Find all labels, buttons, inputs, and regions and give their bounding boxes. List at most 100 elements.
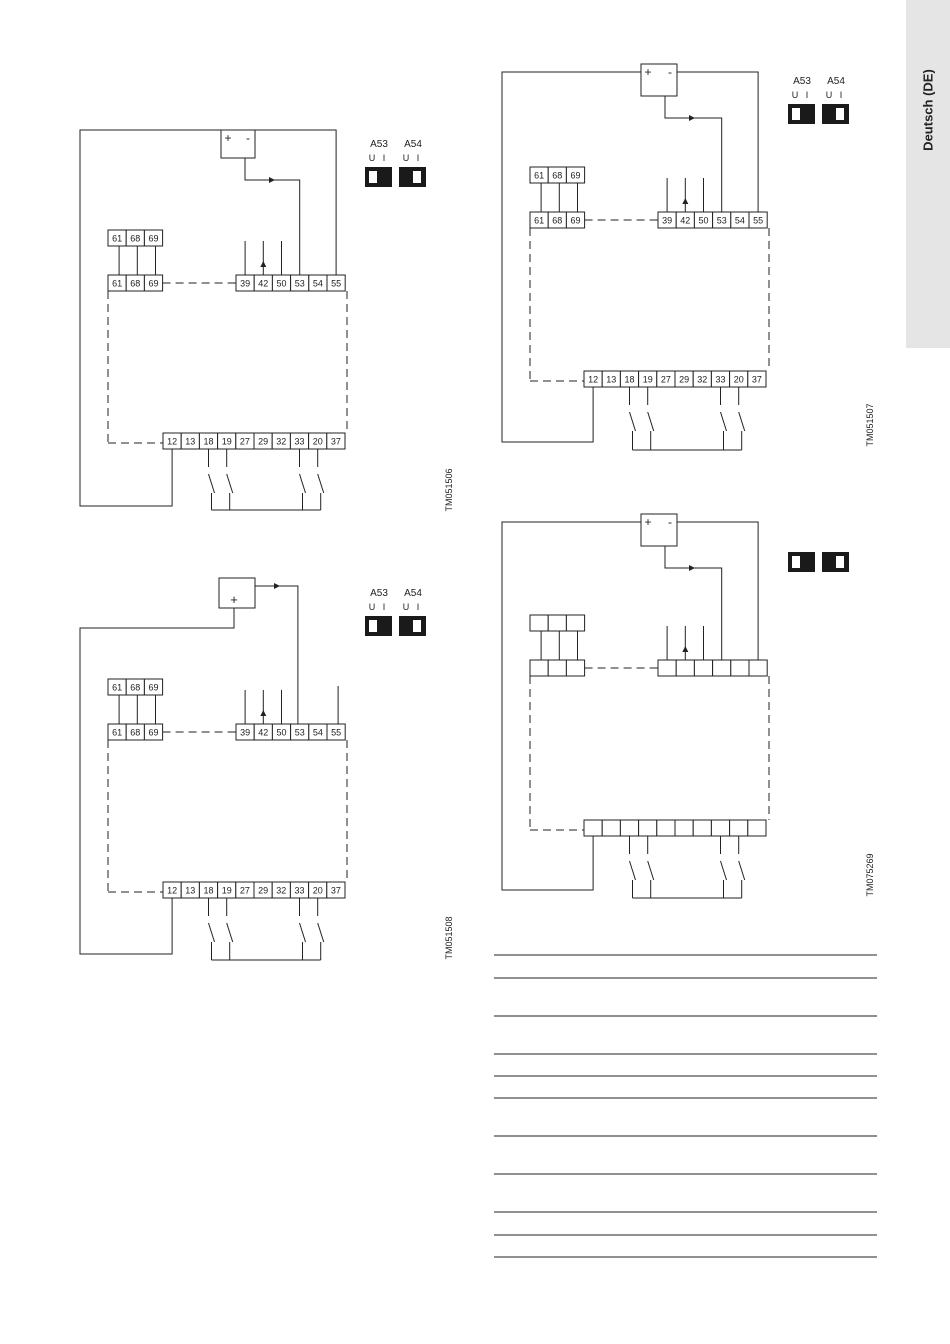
signal-arrow	[274, 583, 280, 589]
relay-terminal	[565, 211, 586, 229]
switch-contact	[317, 922, 325, 943]
switch-contact	[208, 922, 215, 943]
terminal-42-arrow	[260, 261, 267, 267]
relay-terminal	[143, 723, 164, 741]
digital-terminal-label: 27	[240, 437, 250, 447]
digital-terminal	[710, 819, 731, 837]
digital-terminal-label: 18	[624, 375, 634, 385]
relay-terminal-upper-label: 69	[148, 234, 158, 244]
digital-terminal-label: 29	[679, 375, 689, 385]
digital-terminal-label: 37	[331, 437, 341, 447]
digital-terminal-label: 37	[331, 886, 341, 896]
switch-contact	[647, 860, 655, 881]
digital-terminal-label: 33	[294, 437, 304, 447]
analog-terminal	[693, 659, 714, 677]
dip-u-label: U	[369, 602, 376, 612]
dip-i-label-2: I	[417, 602, 420, 612]
language-side-tab[interactable]: Deutsch (DE)	[906, 0, 950, 348]
relay-terminal-upper-label: 68	[130, 683, 140, 693]
dip-a53-label: A53	[370, 588, 388, 599]
figure-code: TM051507	[865, 403, 875, 446]
supply-plus-label: +	[644, 515, 651, 529]
digital-terminal-label: 27	[240, 886, 250, 896]
relay-terminal-upper-label: 68	[552, 171, 562, 181]
terminal-42-arrow	[682, 198, 689, 204]
analog-terminal-label: 50	[698, 216, 708, 226]
dip-switch-a54-knob	[836, 556, 844, 568]
relay-terminal-label: 61	[534, 216, 544, 226]
digital-terminal-label: 12	[167, 437, 177, 447]
analog-terminal-label: 55	[753, 216, 763, 226]
relay-terminal-upper	[547, 614, 567, 632]
digital-terminal-label: 12	[167, 886, 177, 896]
sensor-plus-label: +	[230, 592, 238, 607]
dip-i-label-2: I	[840, 90, 843, 100]
digital-terminal	[326, 881, 346, 899]
dip-a54-label: A54	[404, 139, 422, 150]
digital-terminal-label: 20	[313, 437, 323, 447]
digital-terminal-label: 12	[588, 375, 598, 385]
digital-terminal	[326, 432, 346, 450]
figure-code: TM051508	[444, 916, 454, 959]
digital-terminal-label: 20	[734, 375, 744, 385]
dip-switch-a54	[822, 552, 849, 572]
supply-plus-label: +	[224, 131, 231, 145]
analog-terminal	[712, 659, 732, 677]
analog-terminal-label: 42	[258, 279, 268, 289]
digital-terminal-label: 13	[185, 437, 195, 447]
relay-terminal-upper	[529, 614, 549, 632]
switch-contact	[208, 473, 215, 494]
digital-terminal-label: 29	[258, 437, 268, 447]
analog-terminal-label: 39	[662, 216, 672, 226]
relay-terminal-upper	[565, 614, 586, 632]
dip-switch-a54	[399, 616, 426, 636]
digital-terminal-label: 32	[697, 375, 707, 385]
relay-terminal-label: 68	[130, 279, 140, 289]
digital-terminal	[583, 819, 603, 837]
dip-a53-label: A53	[793, 76, 811, 87]
relay-terminal-upper	[143, 229, 164, 247]
relay-terminal-upper-label: 61	[534, 171, 544, 181]
relay-terminal-label: 69	[148, 279, 158, 289]
analog-terminal-label: 54	[313, 279, 323, 289]
signal-arrow	[689, 115, 695, 121]
digital-terminal	[747, 370, 767, 388]
switch-contact	[738, 411, 746, 432]
dip-switch-a53-knob	[369, 620, 377, 632]
analog-terminal-label: 39	[240, 279, 250, 289]
dip-switch-a54	[822, 104, 849, 124]
switch-contact	[226, 922, 234, 943]
digital-terminal	[656, 819, 676, 837]
dip-i-label-2: I	[417, 153, 420, 163]
relay-terminal-label: 61	[112, 279, 122, 289]
switch-contact	[299, 473, 306, 494]
digital-terminal-label: 13	[606, 375, 616, 385]
supply-box	[220, 129, 256, 159]
dip-i-label: I	[383, 602, 386, 612]
digital-terminal-label: 33	[294, 886, 304, 896]
figure-code: TM051506	[444, 468, 454, 511]
switch-contact	[629, 860, 636, 881]
signal-wire-53	[244, 158, 301, 275]
relay-terminal	[565, 659, 586, 677]
relay-terminal-upper	[143, 678, 164, 696]
dip-switch-a53-knob	[792, 108, 800, 120]
analog-terminal-label: 54	[313, 728, 323, 738]
digital-terminal	[747, 819, 767, 837]
dip-u-label-2: U	[403, 153, 410, 163]
signal-wire-53	[664, 96, 723, 212]
supply-minus-label: -	[668, 65, 672, 79]
switch-contact	[226, 473, 234, 494]
sensor-box	[218, 577, 256, 609]
digital-terminal	[729, 819, 749, 837]
relay-terminal-upper-label: 68	[130, 234, 140, 244]
digital-terminal-label: 19	[222, 886, 232, 896]
dip-a53-label: A53	[370, 139, 388, 150]
loop-wire-12	[501, 521, 641, 891]
dip-switch-a54-knob	[836, 108, 844, 120]
digital-terminal-label: 18	[203, 886, 213, 896]
relay-terminal	[529, 659, 549, 677]
digital-terminal	[692, 819, 712, 837]
supply-box	[640, 513, 678, 547]
